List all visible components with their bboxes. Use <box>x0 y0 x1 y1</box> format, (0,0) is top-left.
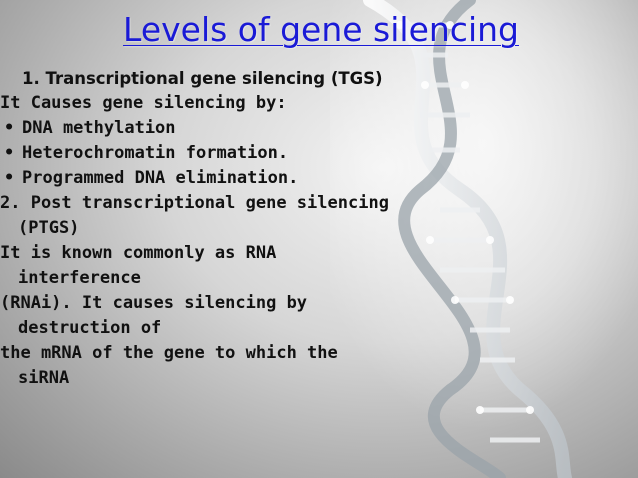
intro-text: It Causes gene silencing by: <box>0 93 287 113</box>
item-1: 1. Transcriptional gene silencing (TGS) <box>22 69 383 88</box>
bullet-item: •Heterochromatin formation. <box>0 141 440 166</box>
para-line: destruction of <box>18 318 162 338</box>
para-line: interference <box>18 268 141 288</box>
bullet-icon: • <box>4 168 15 188</box>
bullet-icon: • <box>4 143 15 163</box>
dna-helix-icon <box>330 0 638 478</box>
slide-body: 1. Transcriptional gene silencing (TGS) … <box>0 66 440 391</box>
slide-title: Levels of gene silencing <box>123 10 519 49</box>
bullet-icon: • <box>4 118 15 138</box>
para-line: (RNAi). It causes silencing by <box>0 293 308 313</box>
para-line: It is known commonly as RNA <box>0 243 277 263</box>
item-2-line-1: 2. Post transcriptional gene silencing <box>0 193 389 213</box>
para-line: siRNA <box>18 368 70 388</box>
bullet-item: •DNA methylation <box>0 116 440 141</box>
para-line: the mRNA of the gene to which the <box>0 343 338 363</box>
bullet-item: •Programmed DNA elimination. <box>0 166 440 191</box>
item-2-line-2: (PTGS) <box>18 218 80 238</box>
